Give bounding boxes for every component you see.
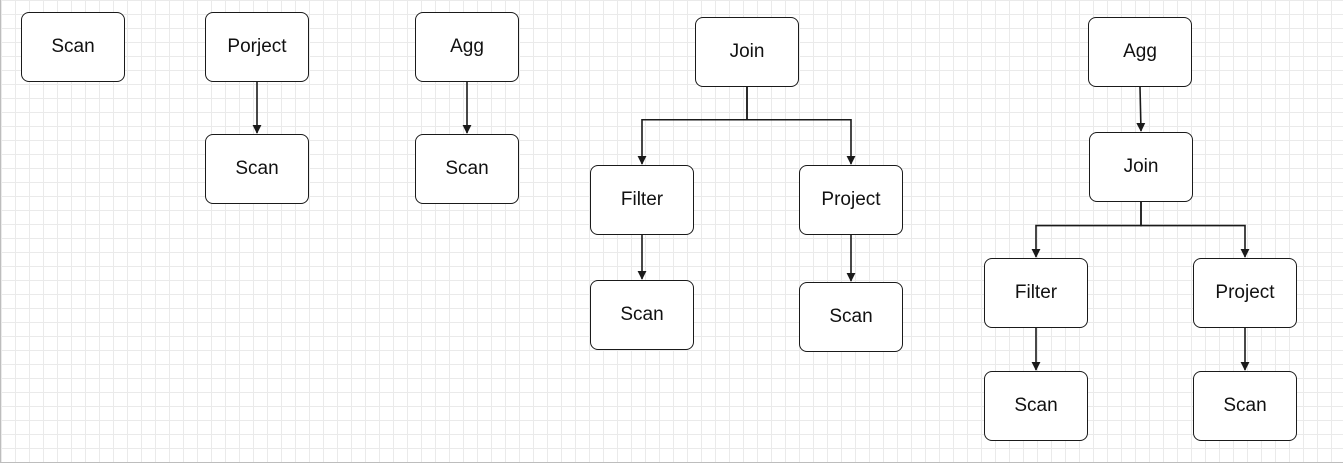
- agg-node[interactable]: Agg: [1088, 17, 1192, 87]
- scan-node[interactable]: Scan: [799, 282, 903, 352]
- join-node[interactable]: Join: [1089, 132, 1193, 202]
- project-node[interactable]: Project: [799, 165, 903, 235]
- scan-node[interactable]: Scan: [21, 12, 125, 82]
- project-node[interactable]: Project: [1193, 258, 1297, 328]
- filter-node[interactable]: Filter: [984, 258, 1088, 328]
- connector-arrow: [1136, 86, 1146, 132]
- connector-arrow: [637, 87, 748, 165]
- scan-node[interactable]: Scan: [984, 371, 1088, 441]
- connector-arrow: [746, 87, 856, 165]
- join-node[interactable]: Join: [695, 17, 799, 87]
- connector-arrow: [1140, 202, 1250, 258]
- agg-node[interactable]: Agg: [415, 12, 519, 82]
- scan-node[interactable]: Scan: [590, 280, 694, 350]
- connector-arrow: [1031, 202, 1142, 258]
- scan-node[interactable]: Scan: [415, 134, 519, 204]
- project-node[interactable]: Porject: [205, 12, 309, 82]
- scan-node[interactable]: Scan: [1193, 371, 1297, 441]
- scan-node[interactable]: Scan: [205, 134, 309, 204]
- filter-node[interactable]: Filter: [590, 165, 694, 235]
